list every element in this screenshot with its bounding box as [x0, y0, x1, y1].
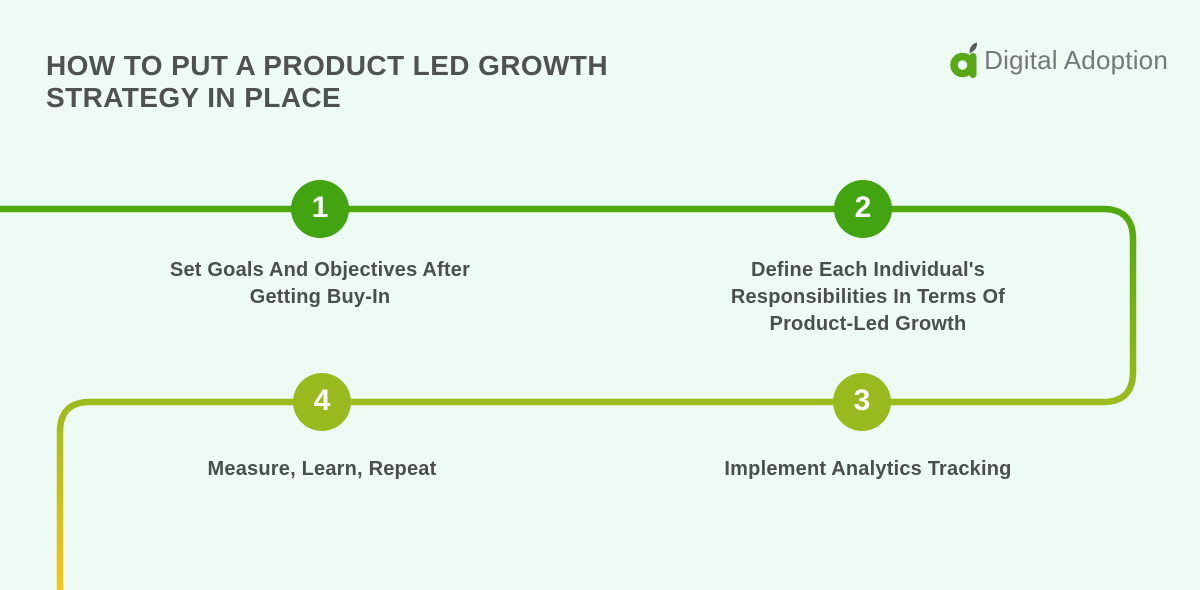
- flow-segment-right-bend: [1102, 205, 1137, 406]
- step-2-number: 2: [854, 191, 872, 224]
- logo-wordmark: Digital Adoption: [984, 44, 1168, 75]
- step-4-number: 4: [313, 384, 331, 417]
- step-3-badge: 3: [833, 373, 891, 431]
- step-2-badge: 2: [834, 180, 892, 238]
- page-title: HOW TO PUT A PRODUCT LED GROWTH STRATEGY…: [46, 50, 608, 114]
- step-2-label: Define Each Individual's Responsibilitie…: [730, 259, 1006, 335]
- step-3-label: Implement Analytics Tracking: [724, 458, 1012, 480]
- page-title-line1: HOW TO PUT A PRODUCT LED GROWTH: [46, 50, 608, 81]
- step-1-number: 1: [311, 191, 329, 224]
- step-4-label: Measure, Learn, Repeat: [207, 458, 437, 480]
- logo-leaf-icon: [969, 42, 978, 54]
- digital-adoption-logo-icon: [950, 42, 978, 78]
- flow-segment-left-bend: [56, 398, 91, 590]
- step-1-label: Set Goals And Objectives After Getting B…: [169, 259, 471, 308]
- step-4-badge: 4: [293, 373, 351, 431]
- digital-adoption-logo: Digital Adoption: [950, 42, 1168, 78]
- page-title-line2: STRATEGY IN PLACE: [46, 82, 342, 113]
- step-3-number: 3: [853, 384, 871, 417]
- step-1-badge: 1: [291, 180, 349, 238]
